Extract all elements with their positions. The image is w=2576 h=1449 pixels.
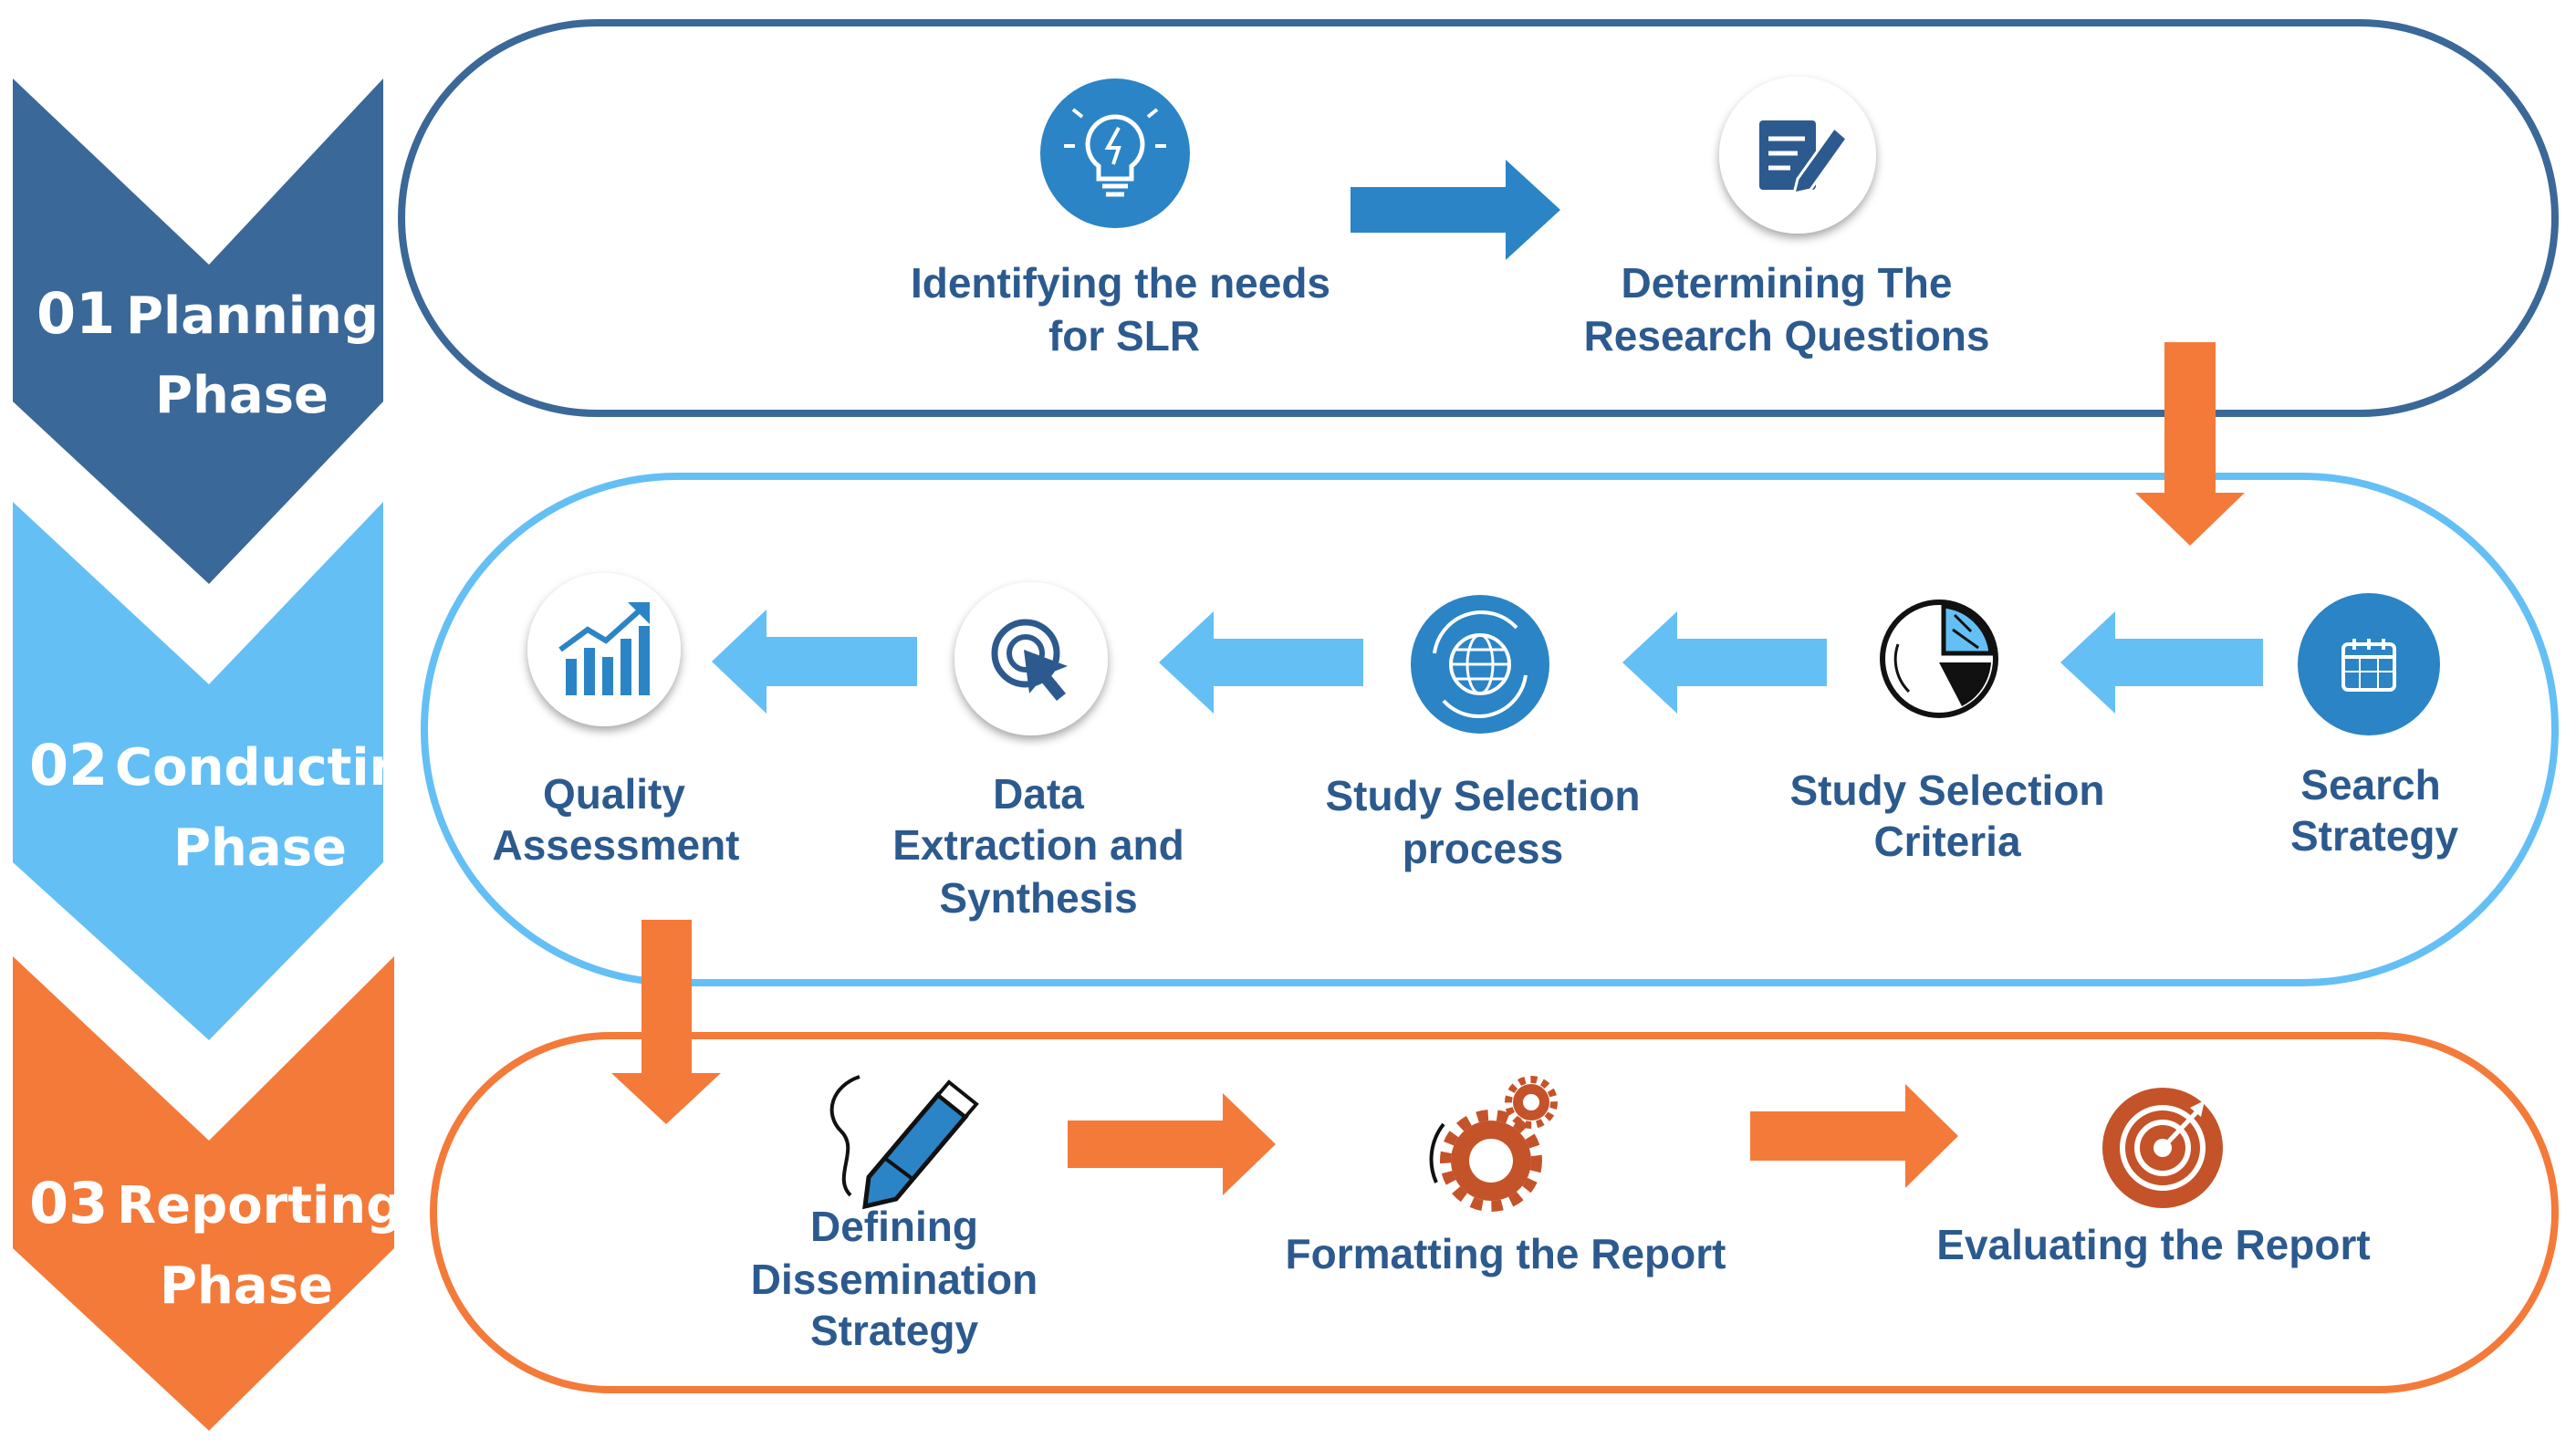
arrow-left xyxy=(1159,611,1363,714)
arrow-right xyxy=(1351,160,1560,260)
target-icon xyxy=(2102,1088,2223,1208)
phase-title: Conducting xyxy=(115,738,443,797)
step-label: Identifying the needs xyxy=(911,259,1330,307)
reporting-container xyxy=(430,1032,2559,1393)
calendar-icon xyxy=(2298,593,2440,735)
step-label: Strategy xyxy=(2290,812,2458,860)
step-quality-assessment: Quality Assessment xyxy=(492,770,739,869)
step-identifying-needs: Identifying the needs for SLR xyxy=(911,259,1330,360)
step-label: Formatting the Report xyxy=(1286,1230,1726,1277)
growth-chart-icon xyxy=(527,573,681,726)
step-formatting-report: Formatting the Report xyxy=(1286,1230,1726,1277)
planning-container xyxy=(398,19,2559,417)
lightbulb-icon xyxy=(1040,78,1190,228)
step-label: Strategy xyxy=(810,1307,978,1354)
gears-icon xyxy=(1429,1076,1558,1212)
step-label: Research Questions xyxy=(1584,312,1990,360)
step-selection-criteria: Study Selection Criteria xyxy=(1789,766,2104,865)
step-label: Quality xyxy=(543,770,685,818)
step-label: for SLR xyxy=(1048,312,1200,360)
step-label: process xyxy=(1403,825,1563,872)
edit-document-icon xyxy=(1719,77,1876,234)
step-label: Evaluating the Report xyxy=(1936,1221,2370,1268)
step-label: Dissemination xyxy=(751,1256,1038,1303)
arrow-down xyxy=(2135,342,2245,546)
phase-chevron-conducting: 02 Conducting Phase xyxy=(13,502,443,1040)
step-label: Extraction and xyxy=(892,821,1184,869)
arrow-right xyxy=(1750,1084,1958,1188)
step-label: Study Selection xyxy=(1789,766,2104,814)
pie-chart-icon xyxy=(1880,599,1998,718)
step-research-questions: Determining The Research Questions xyxy=(1584,259,1990,360)
conducting-container xyxy=(421,473,2559,986)
phase-title: Reporting xyxy=(117,1176,402,1235)
arrow-right xyxy=(1068,1093,1276,1195)
step-label: Study Selection xyxy=(1325,772,1640,819)
globe-sync-icon xyxy=(1411,595,1549,734)
phase-chevron-planning: 01 Planning Phase xyxy=(13,78,383,584)
phase-chevron-reporting: 03 Reporting Phase xyxy=(13,956,402,1431)
phase-number: 02 xyxy=(29,732,108,798)
phase-title: Planning xyxy=(126,287,379,346)
cursor-target-icon xyxy=(954,582,1108,735)
phase-subtitle: Phase xyxy=(173,818,347,878)
step-label: Criteria xyxy=(1873,818,2020,865)
phase-subtitle: Phase xyxy=(160,1256,333,1316)
step-search-strategy: Search Strategy xyxy=(2290,761,2458,860)
step-label: Search xyxy=(2300,761,2440,808)
arrow-left xyxy=(2060,611,2263,714)
arrow-down xyxy=(611,920,721,1124)
arrow-left xyxy=(1622,611,1827,714)
step-evaluating-report: Evaluating the Report xyxy=(1936,1221,2370,1268)
phase-number: 03 xyxy=(29,1170,108,1236)
step-label: Assessment xyxy=(492,821,739,869)
pencil-icon xyxy=(829,1075,979,1210)
step-data-extraction: Data Extraction and Synthesis xyxy=(892,770,1184,922)
step-dissemination-strategy: Defining Dissemination Strategy xyxy=(751,1203,1038,1354)
step-label: Defining xyxy=(810,1203,978,1250)
arrow-left xyxy=(712,610,917,714)
step-selection-process: Study Selection process xyxy=(1325,772,1640,872)
step-label: Synthesis xyxy=(939,874,1137,922)
step-label: Determining The xyxy=(1622,259,1953,307)
phase-number: 01 xyxy=(37,280,115,347)
phase-subtitle: Phase xyxy=(155,366,329,425)
step-label: Data xyxy=(993,770,1084,818)
